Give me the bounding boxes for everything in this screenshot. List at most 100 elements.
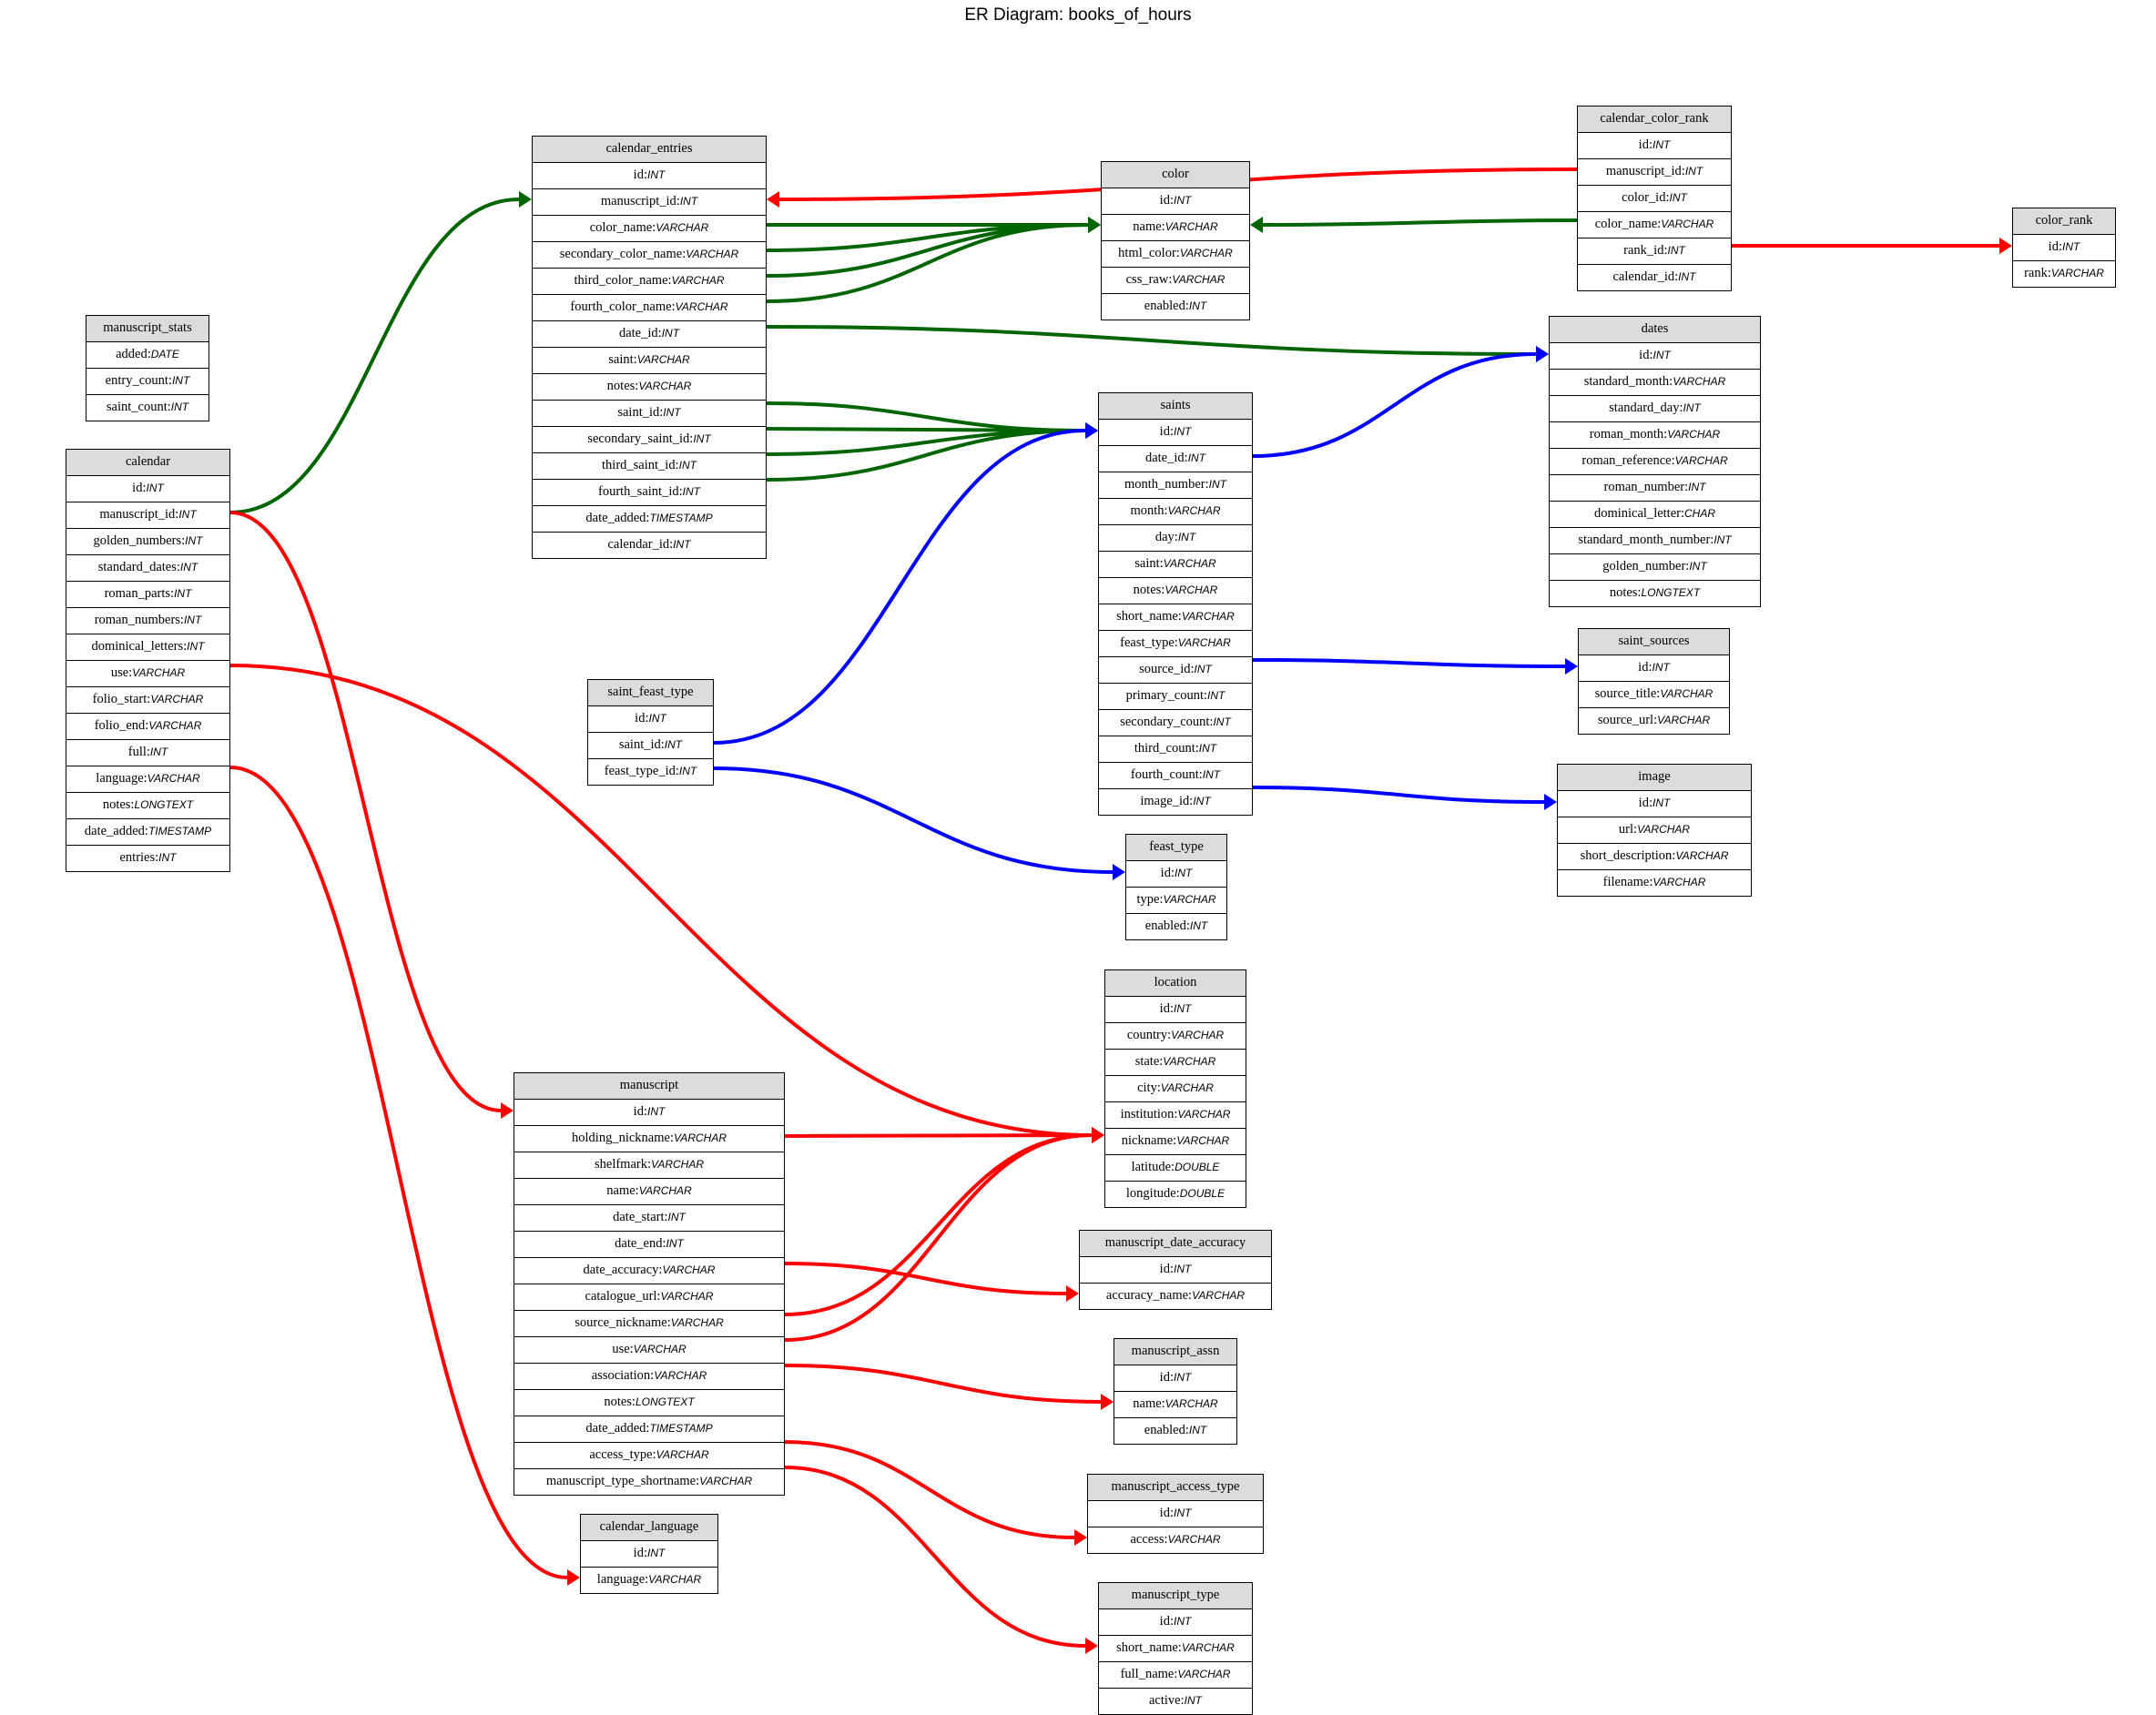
field-row: dominical_letters:INT: [66, 634, 229, 661]
field-name: short_name:: [1116, 1640, 1182, 1655]
field-name: date_id:: [1144, 451, 1188, 465]
field-type: INT: [1188, 299, 1207, 312]
field-type: INT: [678, 459, 697, 472]
field-type: VARCHAR: [1163, 893, 1216, 906]
field-name: language:: [96, 771, 147, 786]
field-row: secondary_color_name:VARCHAR: [533, 242, 766, 269]
field-type: INT: [1652, 661, 1670, 674]
field-row: folio_start:VARCHAR: [66, 687, 229, 714]
field-row: shelfmark:VARCHAR: [514, 1152, 784, 1179]
field-name: use:: [612, 1342, 634, 1356]
field-name: id:: [633, 1104, 647, 1119]
table-header: calendar_entries: [533, 137, 766, 163]
field-type: INT: [1689, 560, 1707, 573]
field-row: short_name:VARCHAR: [1099, 604, 1252, 631]
arrowhead: [501, 1102, 514, 1119]
arrowhead: [1565, 658, 1578, 675]
field-row: filename:VARCHAR: [1558, 870, 1751, 896]
field-name: id:: [1159, 1262, 1174, 1276]
field-name: standard_month:: [1583, 374, 1673, 389]
field-name: month_number:: [1124, 477, 1209, 492]
field-name: fourth_saint_id:: [598, 484, 683, 499]
table-header: dates: [1550, 317, 1760, 343]
field-row: third_count:INT: [1099, 736, 1252, 763]
field-type: VARCHAR: [1160, 1081, 1214, 1094]
field-type: INT: [178, 508, 197, 521]
field-row: enabled:INT: [1126, 914, 1226, 939]
field-row: entries:INT: [66, 846, 229, 871]
field-row: name:VARCHAR: [514, 1179, 784, 1205]
field-name: notes:: [604, 1395, 636, 1409]
field-row: date_end:INT: [514, 1232, 784, 1258]
field-name: accuracy_name:: [1105, 1288, 1193, 1303]
field-type: INT: [1173, 194, 1192, 207]
field-type: VARCHAR: [1167, 504, 1221, 517]
field-row: id:INT: [1558, 791, 1751, 817]
field-type: INT: [1184, 1694, 1202, 1707]
field-row: latitude:DOUBLE: [1105, 1155, 1246, 1182]
field-type: INT: [673, 538, 691, 551]
relationship-edge: [783, 1466, 1087, 1648]
field-name: roman_numbers:: [94, 613, 184, 627]
field-name: short_description:: [1580, 848, 1676, 863]
field-name: id:: [1638, 796, 1653, 810]
field-name: association:: [591, 1368, 655, 1383]
field-row: saint:VARCHAR: [533, 348, 766, 374]
field-row: id:INT: [514, 1100, 784, 1126]
field-row: state:VARCHAR: [1105, 1050, 1246, 1076]
field-name: name:: [1133, 1396, 1165, 1411]
arrowhead: [1088, 217, 1101, 233]
field-row: date_start:INT: [514, 1205, 784, 1232]
field-type: VARCHAR: [1164, 220, 1218, 233]
field-type: VARCHAR: [1164, 1397, 1218, 1410]
field-type: INT: [664, 738, 683, 751]
table-header: color_rank: [2013, 208, 2115, 235]
field-type: INT: [1189, 919, 1208, 932]
table-header: calendar: [66, 450, 229, 476]
field-name: filename:: [1602, 875, 1653, 889]
field-row: roman_month:VARCHAR: [1550, 422, 1760, 449]
field-type: INT: [1177, 531, 1196, 543]
field-row: url:VARCHAR: [1558, 817, 1751, 844]
field-type: VARCHAR: [1653, 876, 1706, 888]
field-name: month:: [1130, 503, 1168, 518]
field-type: VARCHAR: [1673, 375, 1726, 388]
field-name: id:: [1160, 866, 1175, 880]
field-row: date_id:INT: [533, 321, 766, 348]
field-row: active:INT: [1099, 1689, 1252, 1714]
field-type: LONGTEXT: [1641, 586, 1701, 599]
field-row: rank:VARCHAR: [2013, 261, 2115, 287]
field-name: notes:: [1133, 583, 1165, 597]
field-name: fourth_count:: [1130, 767, 1203, 782]
table-header: manuscript_type: [1099, 1583, 1252, 1609]
table-header: manuscript_access_type: [1088, 1475, 1263, 1501]
field-name: dominical_letter:: [1593, 506, 1685, 521]
field-type: VARCHAR: [1181, 1641, 1235, 1654]
arrowhead: [1066, 1285, 1079, 1302]
field-type: VARCHAR: [1637, 823, 1691, 836]
field-row: source_nickname:VARCHAR: [514, 1311, 784, 1337]
field-name: id:: [1159, 1506, 1174, 1520]
field-row: id:INT: [1579, 655, 1729, 682]
field-row: id:INT: [533, 163, 766, 189]
field-name: calendar_id:: [1612, 269, 1679, 284]
field-name: calendar_id:: [607, 537, 674, 552]
table-header: manuscript_assn: [1114, 1339, 1236, 1365]
field-name: holding_nickname:: [572, 1131, 674, 1145]
field-row: enabled:INT: [1102, 294, 1249, 320]
field-row: color_name:VARCHAR: [533, 216, 766, 242]
field-type: INT: [1173, 425, 1192, 438]
field-name: url:: [1618, 822, 1638, 837]
field-row: saint_id:INT: [588, 733, 713, 759]
relationship-edge: [1251, 658, 1567, 668]
field-name: longitude:: [1125, 1186, 1180, 1201]
field-type: INT: [183, 614, 202, 626]
field-type: VARCHAR: [1167, 1533, 1221, 1546]
field-row: entry_count:INT: [86, 369, 208, 395]
field-type: VARCHAR: [1675, 849, 1729, 862]
field-type: INT: [1194, 663, 1212, 675]
relationship-edge: [765, 223, 1090, 303]
